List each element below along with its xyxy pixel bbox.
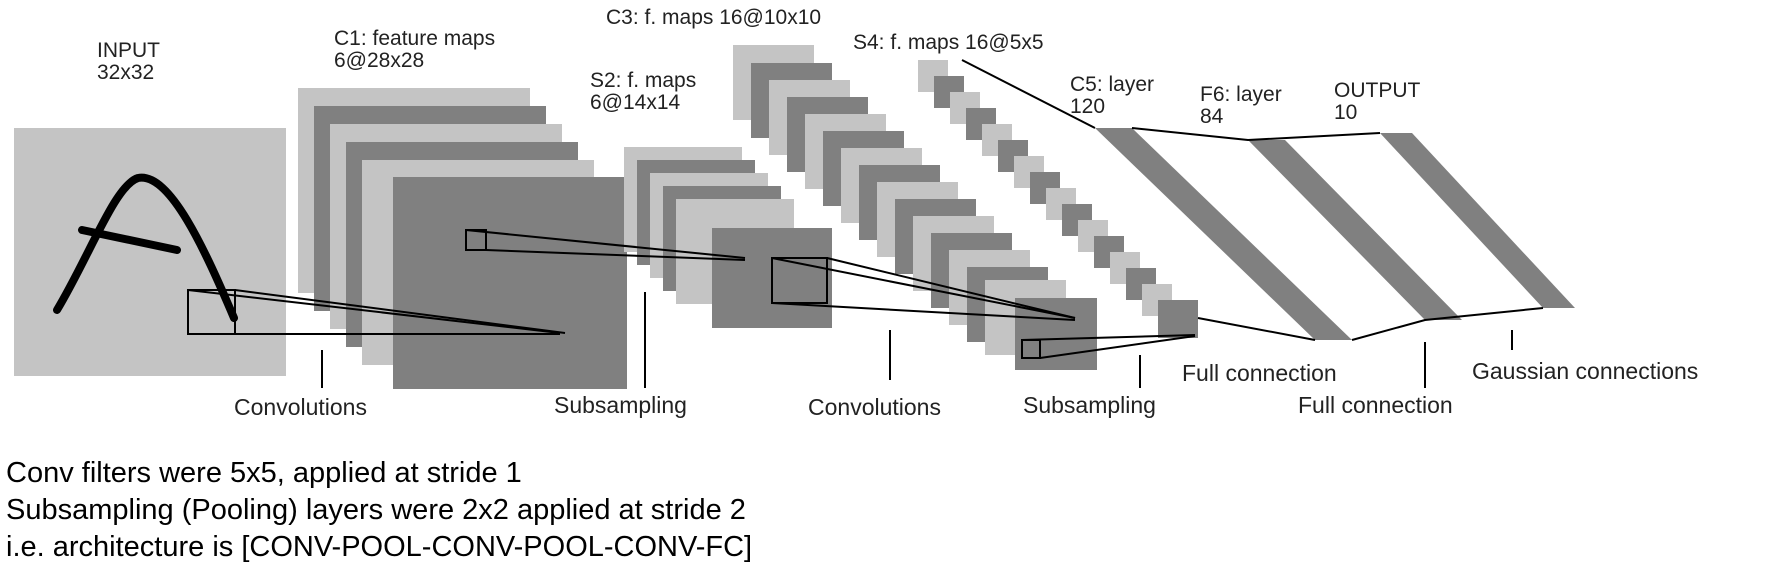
note-line: Conv filters were 5x5, applied at stride… xyxy=(6,457,522,489)
s2-feature-maps xyxy=(624,147,832,328)
operation-ticks xyxy=(321,292,1513,388)
note-line: Subsampling (Pooling) layers were 2x2 ap… xyxy=(6,494,746,526)
note-line: i.e. architecture is [CONV-POOL-CONV-POO… xyxy=(6,531,753,563)
s4-feature-maps xyxy=(918,60,1198,338)
notes-block: Conv filters were 5x5, applied at stride… xyxy=(6,455,752,566)
op-full-connection-1: Full connection xyxy=(1182,360,1337,386)
op-convolutions-2: Convolutions xyxy=(808,394,941,420)
dense-connection-lines xyxy=(961,59,1544,341)
c1-feature-maps xyxy=(298,88,627,389)
op-gaussian-connections: Gaussian connections xyxy=(1472,358,1699,384)
c3-label: C3: f. maps 16@10x10 xyxy=(606,6,822,29)
op-subsampling-1: Subsampling xyxy=(554,392,687,418)
c5-layer-band xyxy=(1095,128,1352,340)
s4-label: S4: f. maps 16@5x5 xyxy=(853,31,1044,54)
letter-a-glyph xyxy=(53,173,238,322)
c3-feature-maps xyxy=(733,45,1097,370)
op-full-connection-2: Full connection xyxy=(1298,392,1453,418)
op-subsampling-2: Subsampling xyxy=(1023,392,1156,418)
receptive-field-lines xyxy=(187,229,1196,359)
f6-layer-band xyxy=(1248,140,1462,320)
output-layer-band xyxy=(1380,133,1575,308)
lenet-diagram xyxy=(14,45,1575,389)
input-image xyxy=(14,128,286,376)
op-convolutions-1: Convolutions xyxy=(234,394,367,420)
